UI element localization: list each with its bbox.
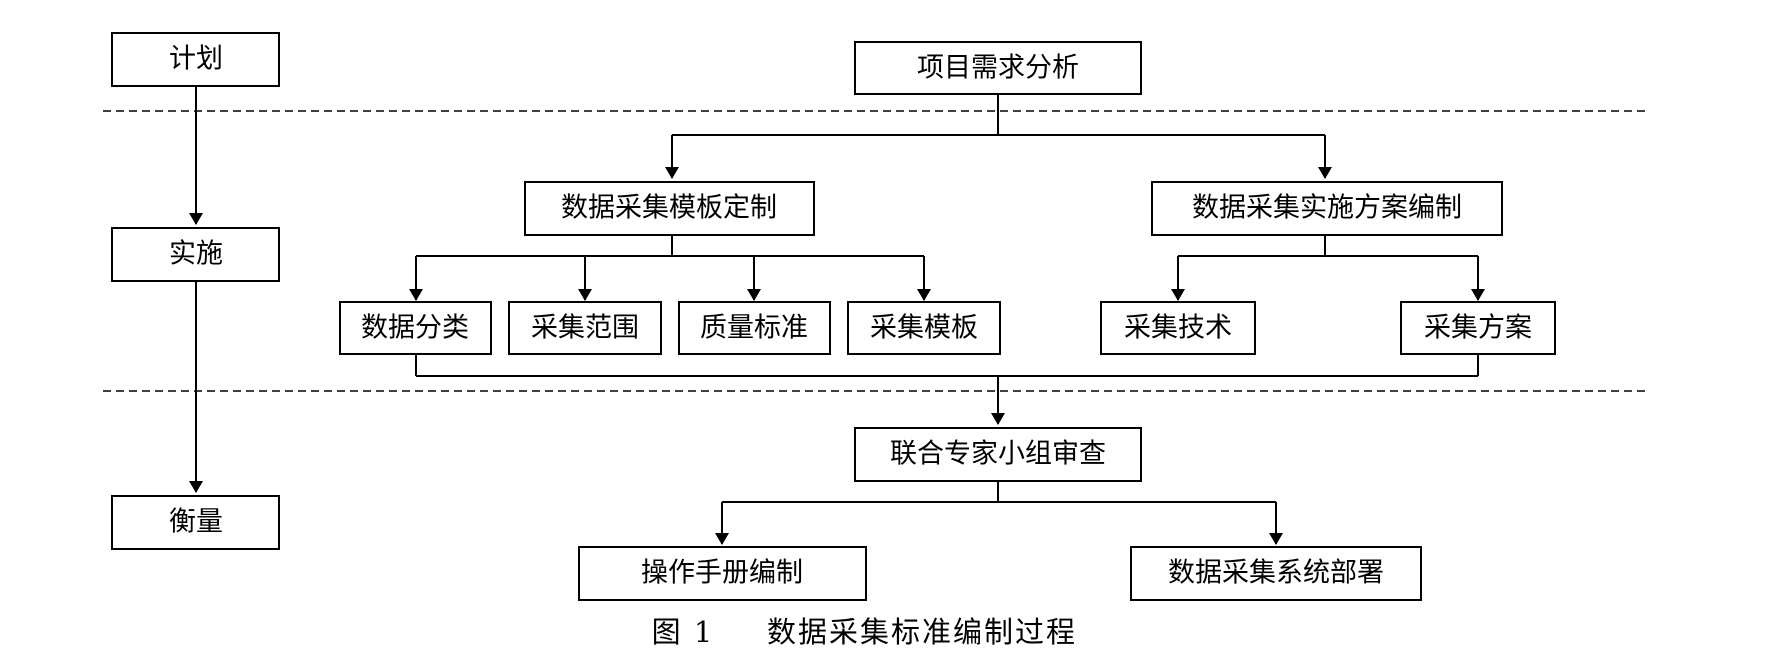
phase-plan: 计划 bbox=[111, 32, 280, 87]
node-requirement-analysis-label: 项目需求分析 bbox=[917, 53, 1079, 84]
phase-measure: 衡量 bbox=[111, 495, 280, 550]
node-expert-review-label: 联合专家小组审查 bbox=[890, 439, 1106, 470]
node-manual-compilation: 操作手册编制 bbox=[578, 546, 867, 601]
node-collection-scheme-label: 采集方案 bbox=[1424, 313, 1532, 344]
figure-caption-label: 图 1 bbox=[652, 615, 715, 649]
phase-plan-label: 计划 bbox=[169, 44, 223, 75]
node-collection-scope-label: 采集范围 bbox=[531, 313, 639, 344]
node-data-classification-label: 数据分类 bbox=[361, 313, 469, 344]
phase-implement: 实施 bbox=[111, 227, 280, 282]
node-collection-scheme: 采集方案 bbox=[1400, 301, 1556, 355]
node-template-customization-label: 数据采集模板定制 bbox=[561, 193, 777, 224]
node-collection-technology: 采集技术 bbox=[1100, 301, 1256, 355]
node-quality-standard-label: 质量标准 bbox=[700, 313, 808, 344]
node-collection-template: 采集模板 bbox=[847, 301, 1001, 355]
node-quality-standard: 质量标准 bbox=[678, 301, 831, 355]
node-implementation-plan: 数据采集实施方案编制 bbox=[1151, 181, 1503, 236]
phase-measure-label: 衡量 bbox=[169, 507, 223, 538]
node-collection-technology-label: 采集技术 bbox=[1124, 313, 1232, 344]
node-collection-scope: 采集范围 bbox=[508, 301, 662, 355]
node-system-deployment: 数据采集系统部署 bbox=[1130, 546, 1422, 601]
node-template-customization: 数据采集模板定制 bbox=[524, 181, 815, 236]
node-requirement-analysis: 项目需求分析 bbox=[854, 41, 1142, 95]
node-system-deployment-label: 数据采集系统部署 bbox=[1168, 558, 1384, 589]
node-data-classification: 数据分类 bbox=[339, 301, 492, 355]
node-implementation-plan-label: 数据采集实施方案编制 bbox=[1192, 193, 1462, 224]
node-collection-template-label: 采集模板 bbox=[870, 313, 978, 344]
node-manual-compilation-label: 操作手册编制 bbox=[641, 558, 803, 589]
phase-implement-label: 实施 bbox=[169, 239, 223, 270]
node-expert-review: 联合专家小组审查 bbox=[854, 427, 1142, 482]
figure-caption-title: 数据采集标准编制过程 bbox=[767, 615, 1077, 649]
